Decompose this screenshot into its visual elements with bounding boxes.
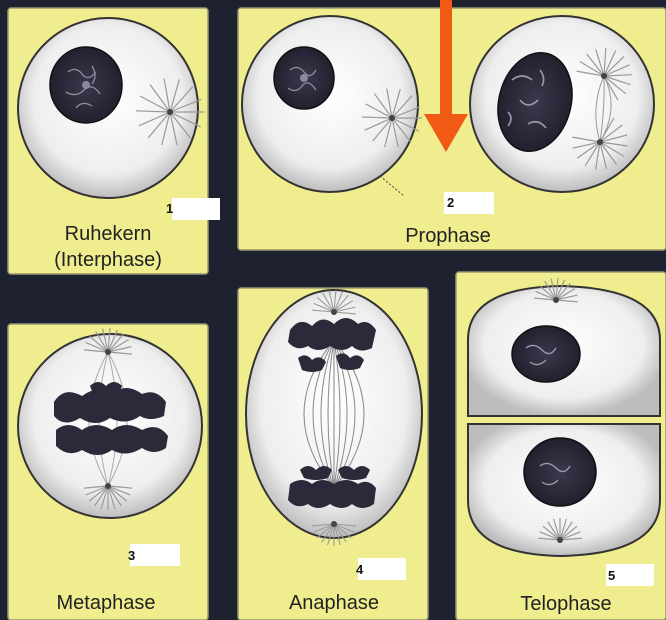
- panel-number-1: 1: [166, 201, 173, 216]
- panel-interphase: 1 Ruhekern (Interphase): [8, 8, 220, 274]
- telophase-nucleus-top: [512, 326, 580, 382]
- prophase-centrosome-early: [389, 115, 395, 121]
- prophase-label: Prophase: [405, 225, 491, 247]
- panel-number-4: 4: [356, 562, 364, 577]
- interphase-centrosome: [167, 109, 173, 115]
- panel-number-3: 3: [128, 548, 135, 563]
- panel-number-5: 5: [608, 568, 615, 583]
- panel-anaphase: 4 Anaphase: [238, 288, 428, 620]
- telophase-label: Telophase: [520, 593, 611, 615]
- panel-telophase: 5 Telophase: [456, 272, 666, 620]
- anaphase-label: Anaphase: [289, 592, 379, 614]
- panel-number-2: 2: [447, 195, 454, 210]
- metaphase-label: Metaphase: [57, 592, 156, 614]
- label-box-1: [172, 198, 220, 220]
- interphase-label-line1: Ruhekern: [65, 223, 152, 245]
- panel-metaphase: 3 Metaphase: [8, 324, 208, 620]
- label-box-3: [130, 544, 180, 566]
- prophase-cell-early: [242, 16, 418, 192]
- label-box-4: [358, 558, 406, 580]
- telophase-nucleus-bottom: [524, 438, 596, 506]
- interphase-label-line2: (Interphase): [54, 249, 162, 271]
